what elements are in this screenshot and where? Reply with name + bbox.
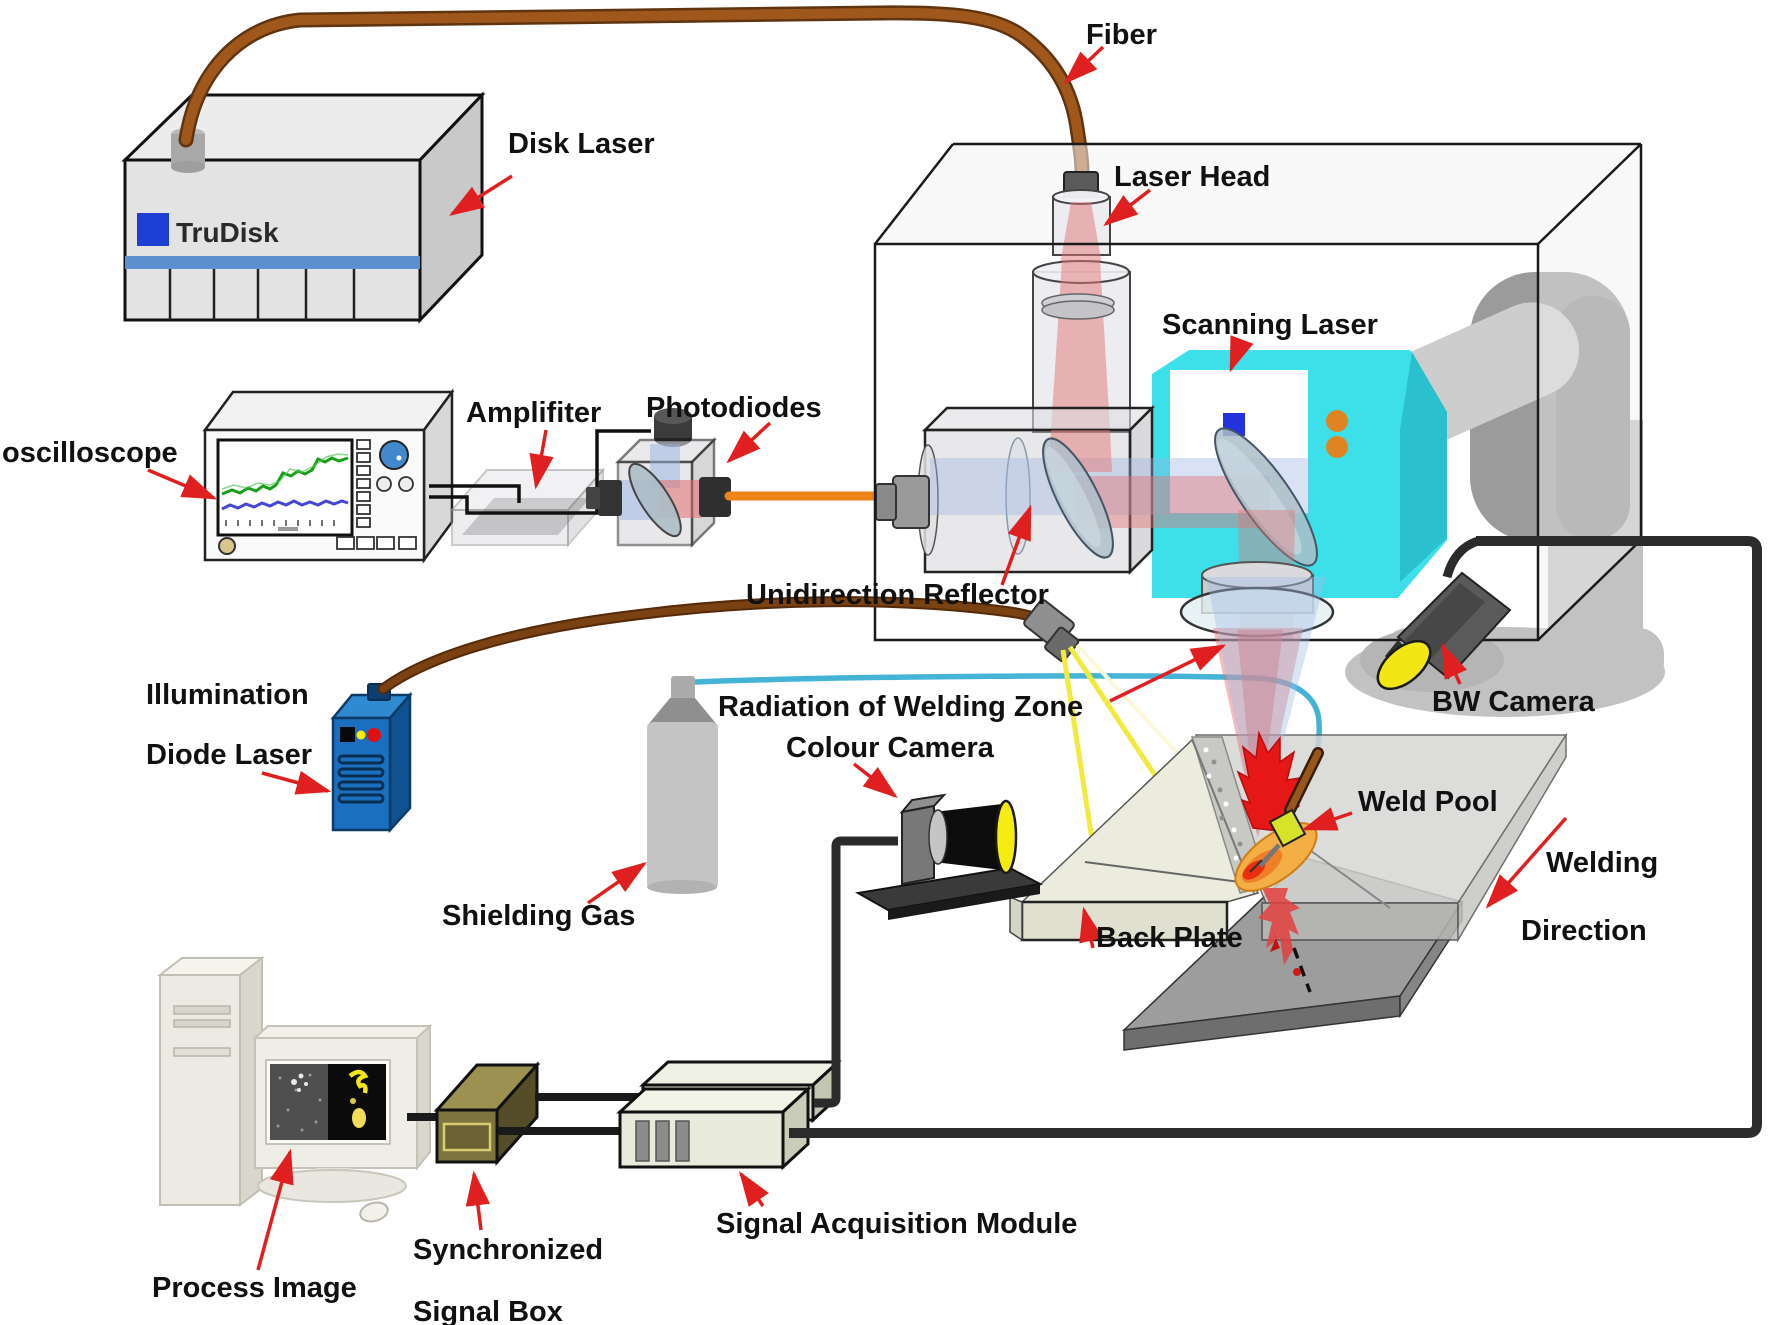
trudisk-stripe: [125, 256, 420, 269]
diode-laser-label: Diode Laser: [146, 739, 312, 771]
disk-laser-label: Disk Laser: [508, 128, 655, 160]
reflector-arrow: [1000, 504, 1032, 586]
amplifiter-label: Amplifiter: [466, 397, 601, 429]
weld-pool-arrow: [1301, 807, 1353, 831]
photodiodes-arrow: [726, 421, 772, 464]
fiber-label: Fiber: [1086, 19, 1157, 51]
synchronized-signal-box-unit: [433, 1061, 541, 1166]
bw-camera-label: BW Camera: [1432, 686, 1596, 718]
oscilloscope-arrow: [147, 468, 218, 500]
photodiodes-unit: [586, 408, 731, 549]
process-image-label: Process Image: [152, 1272, 357, 1304]
penetration-dashed-line: [1292, 947, 1312, 993]
shielding-gas-bottle: [647, 676, 718, 894]
trudisk-logo-square: [137, 213, 169, 246]
scanner-orange-indicator: [1326, 436, 1348, 458]
weld-pool-label: Weld Pool: [1358, 786, 1498, 818]
weld-spatter: [1258, 888, 1301, 976]
welding-plume: [1236, 730, 1302, 833]
illuminator-head: [1023, 599, 1080, 663]
synchronized-arrow: [465, 1170, 491, 1231]
oscilloscope-knob: [379, 440, 409, 470]
welding-direction-arrow: [1485, 816, 1568, 909]
beam-splitter-mirror: [628, 462, 682, 538]
disk-laser-arrow: [449, 174, 513, 216]
joint-scribe-line: [1306, 847, 1391, 909]
monitor: [252, 1023, 433, 1223]
scanning-laser-label: Scanning Laser: [1162, 309, 1378, 341]
trudisk-brand-label: TruDisk: [176, 217, 279, 248]
diode-laser-arrow: [261, 770, 332, 795]
oscilloscope-buttons: [356, 439, 371, 528]
green-trace: [221, 456, 349, 496]
computer-tower: [157, 955, 265, 1208]
bw-camera-cable: [789, 536, 1762, 1138]
gas-tube: [694, 673, 1322, 757]
synchronized-label: Synchronized: [413, 1234, 603, 1266]
process-image-arrow: [256, 1148, 294, 1271]
radiation-welding-zone-label: Radiation of Welding Zone: [718, 691, 1083, 723]
back-plate-label: Back Plate: [1096, 922, 1243, 954]
colour-camera-unit: [855, 793, 1044, 920]
enclosure-frame: [873, 142, 1643, 642]
laser-head-column: [1032, 171, 1131, 433]
focusing-lens: [1179, 561, 1335, 638]
illumination-label: Illumination: [146, 679, 309, 711]
weld-joint-line: [1084, 861, 1241, 883]
left-workpiece-plate: [1009, 738, 1260, 942]
amplifiter-arrow: [529, 429, 554, 490]
signal-wires: [429, 429, 651, 515]
bw-camera-unit: [1376, 536, 1512, 691]
signal-module-arrow: [739, 1171, 769, 1207]
shielding-gas-arrow: [586, 861, 647, 905]
laser-head-arrow: [1103, 188, 1152, 227]
fiber-arrow: [1063, 45, 1105, 85]
radiation-cone: [1206, 577, 1326, 834]
signal-box-label: Signal Box: [413, 1296, 563, 1325]
amplifier-unit: [449, 467, 606, 548]
illumination-diode-laser-unit: [330, 683, 413, 834]
bw-camera-arrow: [1441, 642, 1468, 685]
bw-camera-lens: [1376, 639, 1432, 691]
laser-head-label: Laser Head: [1114, 161, 1270, 193]
signal-acquisition-module-label: Signal Acquisition Module: [716, 1208, 1077, 1240]
disk-laser-unit: [121, 91, 486, 324]
back-plate-arrow: [1079, 906, 1104, 949]
mouse: [359, 1201, 389, 1223]
photodiodes-label: Photodiodes: [646, 392, 822, 424]
radiation-arrow: [1109, 644, 1227, 703]
colour-camera-lens: [994, 799, 1018, 875]
wire-feed-nozzle: [1249, 747, 1324, 873]
welding-label: Welding: [1546, 847, 1658, 879]
colour-camera-cable: [814, 836, 898, 1108]
enclosure-top-face: [875, 144, 1641, 244]
enclosure-right-face: [1538, 144, 1641, 640]
process-image-right: [328, 1064, 386, 1140]
scanning-laser-arrow: [1229, 335, 1254, 373]
blue-trace: [221, 499, 349, 511]
scanner-orange-indicator: [1326, 410, 1348, 432]
direction-label: Direction: [1521, 915, 1647, 947]
colour-camera-arrow: [852, 762, 898, 799]
shielding-gas-label: Shielding Gas: [442, 900, 635, 932]
annotation-arrows: [147, 45, 1568, 1271]
unidirection-reflector-label: Unidirection Reflector: [746, 579, 1049, 611]
colour-camera-label: Colour Camera: [786, 732, 995, 764]
laser-fiber-core: [181, 7, 1087, 177]
oscilloscope-unit: [202, 388, 455, 564]
oscilloscope-label: oscilloscope: [2, 437, 178, 469]
signal-acquisition-module-unit: [616, 1058, 842, 1171]
